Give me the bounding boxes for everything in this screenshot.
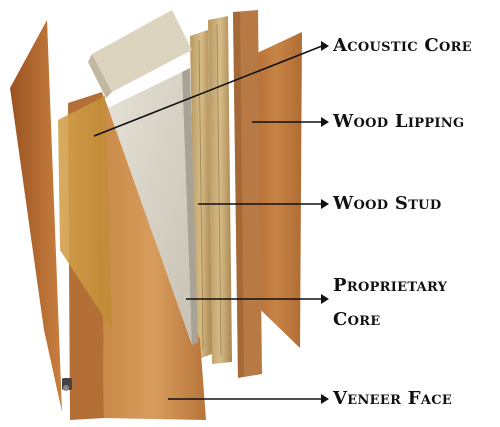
arrowhead-icon <box>321 294 329 304</box>
arrowhead-icon <box>321 41 329 51</box>
label-acoustic-core: Acoustic Core <box>333 35 472 56</box>
door-handle-icon <box>62 378 72 391</box>
label-wood-lipping: Wood Lipping <box>333 111 465 132</box>
acoustic-core-block <box>92 10 192 92</box>
label-proprietary-core-line1: Proprietary <box>333 275 448 296</box>
particle-core <box>108 72 192 345</box>
leader-acoustic-core <box>93 45 323 137</box>
left-veneer-panel <box>10 20 62 412</box>
arrowhead-icon <box>321 199 329 209</box>
label-proprietary-core-line2: Core <box>333 309 381 330</box>
arrowhead-icon <box>321 394 329 404</box>
arrowhead-icon <box>321 117 329 127</box>
proprietary-core-layer <box>58 96 112 330</box>
label-wood-stud: Wood Stud <box>333 193 442 214</box>
wood-stud-rear <box>208 16 232 364</box>
label-veneer-face: Veneer Face <box>333 388 453 409</box>
